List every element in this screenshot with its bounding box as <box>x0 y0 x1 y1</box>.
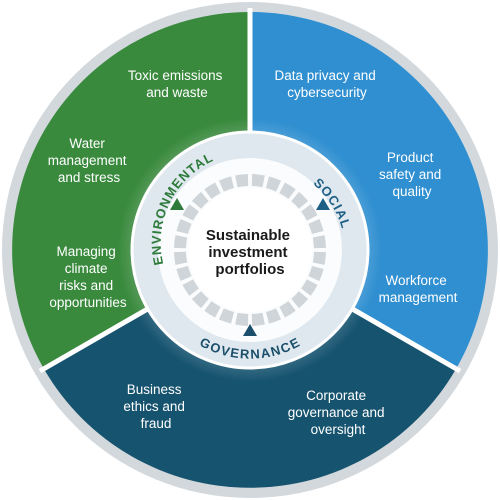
ring-block <box>291 291 309 309</box>
ring-block <box>279 182 296 199</box>
center-line: Sustainable <box>206 227 290 244</box>
ring-block <box>308 218 324 235</box>
ring-block <box>176 265 192 282</box>
ring-block <box>174 251 188 265</box>
ring-block <box>218 176 235 192</box>
segment-item-product-safety: Product safety and quality <box>379 150 445 199</box>
segment-item-toxic-emissions: Toxic emissions and waste <box>128 68 226 100</box>
ring-block <box>182 204 199 221</box>
ring-block <box>174 235 188 249</box>
segment-item-water-management: Water management and stress <box>48 136 131 185</box>
social-arrow-icon <box>316 198 330 210</box>
ring-block <box>265 176 282 192</box>
ring-block <box>301 279 318 296</box>
ring-block <box>265 308 282 324</box>
ring-block <box>312 251 326 265</box>
center-line: portfolios <box>215 261 284 278</box>
ring-block <box>204 182 221 199</box>
ring-block <box>176 218 192 235</box>
segment-item-climate-risks: Managing climate risks and opportunities <box>49 244 127 310</box>
governance-arrow-icon <box>243 324 257 336</box>
ring-block <box>251 312 265 326</box>
ring-block <box>279 301 296 318</box>
segment-item-data-privacy: Data privacy and cybersecurity <box>274 68 379 100</box>
ring-block <box>235 174 249 188</box>
segmented-ring <box>174 174 326 326</box>
ring-block <box>291 191 309 209</box>
environmental-arrow-icon <box>170 198 184 210</box>
center-title: Sustainable investment portfolios <box>206 227 294 278</box>
ring-block <box>218 308 235 324</box>
segment-item-corporate-governance: Corporate governance and oversight <box>288 388 389 437</box>
center-disk <box>188 188 312 312</box>
ring-block <box>251 174 265 188</box>
ring-block <box>308 265 324 282</box>
ring-block <box>204 301 221 318</box>
ring-block <box>182 279 199 296</box>
ring-block <box>235 312 249 326</box>
segment-item-workforce: Workforce management <box>379 273 458 305</box>
ring-block <box>191 191 209 209</box>
ring-block <box>191 291 209 309</box>
segment-item-business-ethics: Business ethics and fraud <box>123 382 188 431</box>
center-line: investment <box>208 244 287 261</box>
ring-block <box>312 235 326 249</box>
ring-block <box>301 204 318 221</box>
